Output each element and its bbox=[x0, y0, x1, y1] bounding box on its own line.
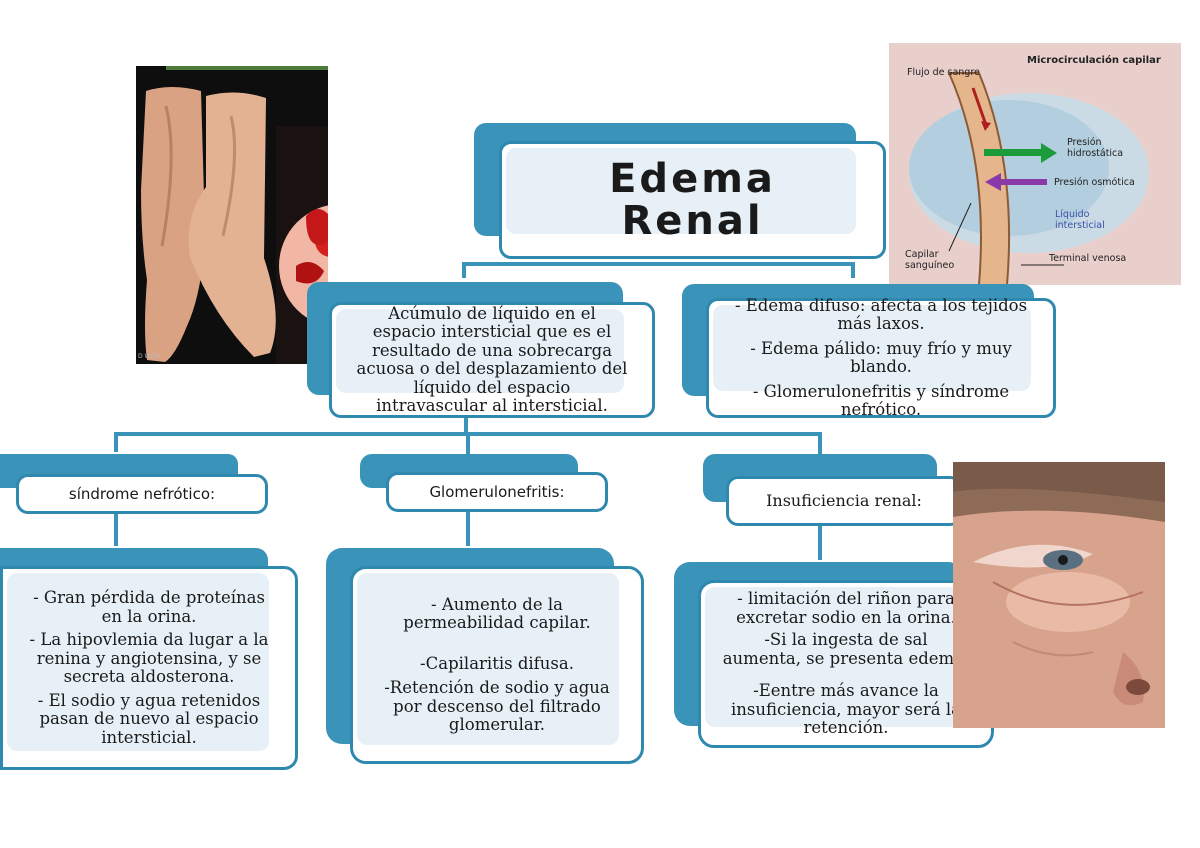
type-line: - Edema difuso: afecta a los tejidos bbox=[734, 295, 1028, 315]
detail-line: secreta aldosterona. bbox=[63, 667, 235, 686]
detail-line: -Si la ingesta de sal bbox=[764, 630, 928, 650]
connector bbox=[114, 432, 118, 452]
detail-line: -Eentre más avance la bbox=[753, 681, 939, 701]
connector bbox=[466, 432, 470, 454]
cause-1-label-card: síndrome nefrótico: bbox=[16, 474, 268, 514]
detail-line: - El sodio y agua retenidos bbox=[37, 690, 261, 710]
detail-line: glomerular. bbox=[448, 715, 546, 734]
venous-label: Terminal venosa bbox=[1049, 253, 1127, 264]
detail-line: -Capilaritis difusa. bbox=[420, 653, 574, 673]
type-line: - Edema pálido: muy frío y muy bbox=[750, 338, 1012, 358]
detail-line: - Aumento de la bbox=[431, 594, 563, 614]
detail-line: retención. bbox=[803, 718, 889, 738]
type-line: blando. bbox=[850, 357, 912, 376]
cause-3-label: Insuficiencia renal: bbox=[766, 490, 922, 510]
detail-line: intersticial. bbox=[101, 727, 197, 747]
detail-line: -Retención de sodio y agua bbox=[384, 678, 610, 697]
svg-text:D WITH: D WITH bbox=[138, 353, 160, 360]
detail-line: - limitación del riñon para bbox=[737, 589, 955, 609]
blood-flow-label: Flujo de sangre bbox=[907, 67, 980, 78]
detail-line: por descenso del filtrado bbox=[393, 696, 601, 716]
swollen-eye-photo bbox=[953, 462, 1165, 728]
detail-line: insuficiencia, mayor será la bbox=[731, 699, 961, 719]
detail-line: en la orina. bbox=[101, 606, 197, 626]
cause-2-label: Glomerulonefritis: bbox=[429, 482, 565, 501]
detail-line: permeabilidad capilar. bbox=[403, 613, 591, 632]
cause-2-details-card: - Aumento de la permeabilidad capilar. -… bbox=[350, 566, 644, 764]
cause-1-details-card: - Gran pérdida de proteínas en la orina.… bbox=[0, 566, 298, 770]
capillary-label-1: Capilar bbox=[905, 249, 939, 260]
title-line-2: Renal bbox=[621, 198, 764, 244]
definition-card: Acúmulo de líquido en el espacio interst… bbox=[329, 302, 655, 418]
diagram-title: Microcirculación capilar bbox=[1027, 55, 1161, 66]
osmotic-label: Presión osmótica bbox=[1054, 177, 1135, 188]
title-card: Edema Renal bbox=[499, 141, 886, 259]
detail-line: aumenta, se presenta edema. bbox=[722, 648, 970, 668]
connector bbox=[851, 262, 855, 278]
interstitial-label-1: Líquido bbox=[1055, 209, 1090, 220]
definition-line: intravascular al intersticial. bbox=[376, 396, 608, 415]
types-card: - Edema difuso: afecta a los tejidos más… bbox=[706, 295, 1056, 419]
definition-line: resultado de una sobrecarga bbox=[371, 340, 613, 360]
title-line-1: Edema bbox=[609, 156, 776, 202]
definition-line: espacio intersticial que es el bbox=[372, 322, 612, 341]
connector bbox=[464, 418, 468, 434]
cause-2-label-card: Glomerulonefritis: bbox=[386, 472, 608, 512]
definition-line: líquido del espacio bbox=[413, 377, 571, 397]
cause-1-label: síndrome nefrótico: bbox=[68, 484, 216, 503]
hydrostatic-label-1: Presión bbox=[1067, 137, 1102, 148]
connector bbox=[818, 526, 822, 560]
type-line: nefrótico. bbox=[840, 400, 922, 419]
definition-line: acuosa o del desplazamiento del bbox=[356, 359, 628, 378]
edema-legs-photo: D WITH bbox=[136, 66, 328, 364]
interstitial-label-2: intersticial bbox=[1055, 220, 1105, 231]
cause-3-details-card: - limitación del riñon para excretar sod… bbox=[698, 580, 994, 748]
capillary-label-2: sanguíneo bbox=[905, 260, 955, 271]
connector bbox=[818, 432, 822, 454]
connector bbox=[466, 512, 470, 546]
connector bbox=[462, 262, 466, 278]
detail-line: - Gran pérdida de proteínas bbox=[33, 588, 265, 607]
cause-3-label-card: Insuficiencia renal: bbox=[726, 476, 962, 526]
type-line: - Glomerulonefritis y síndrome bbox=[752, 381, 1010, 401]
detail-line: excretar sodio en la orina. bbox=[736, 607, 956, 627]
microcirculation-diagram: Microcirculación capilar Flujo de sangre… bbox=[889, 43, 1181, 285]
detail-line: pasan de nuevo al espacio bbox=[39, 709, 259, 728]
detail-line: renina y angiotensina, y se bbox=[36, 648, 262, 668]
type-line: más laxos. bbox=[837, 314, 925, 333]
detail-line: - La hipovlemia da lugar a la bbox=[29, 630, 269, 649]
definition-line: Acúmulo de líquido en el bbox=[388, 303, 596, 323]
connector bbox=[114, 514, 118, 546]
hydrostatic-label-2: hidrostática bbox=[1067, 148, 1124, 159]
connector bbox=[462, 262, 855, 266]
